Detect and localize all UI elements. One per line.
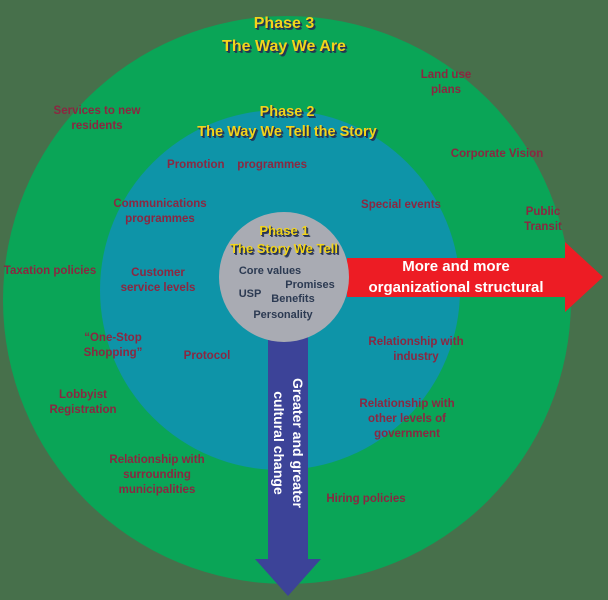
label-relationship-with-industry: Relationship with industry xyxy=(368,336,464,363)
label-lobbyist-registration: Lobbyist Registration xyxy=(49,389,117,416)
label-relationship-other-levels-government: Relationship with other levels of govern… xyxy=(359,398,455,440)
label-hiring-policies: Hiring policies xyxy=(326,493,406,505)
phase1-title: Phase 1 The Story We Tell xyxy=(230,222,338,258)
label-land-use-plans: Land use plans xyxy=(420,69,472,96)
label-corporate-vision: Corporate Vision xyxy=(450,148,544,160)
organizational-structural-arrowhead-icon xyxy=(565,242,603,312)
label-promotion-programmes: Promotion programmes xyxy=(167,159,307,171)
phase1-label: Phase 1 xyxy=(259,223,309,238)
phase2-label: Phase 2 xyxy=(259,104,315,120)
cultural-change-arrow-body xyxy=(268,336,308,559)
organizational-structural-arrow-body xyxy=(347,258,565,297)
phase2-title: Phase 2 The Way We Tell the Story xyxy=(197,102,376,142)
phase1-sublabel: The Story We Tell xyxy=(230,241,338,256)
core-item-core-values: Core values xyxy=(238,265,302,277)
label-communications-programmes: Communications programmes xyxy=(113,198,207,225)
core-item-benefits: Benefits xyxy=(271,293,315,305)
phase3-label: Phase 3 xyxy=(253,15,315,32)
core-item-personality: Personality xyxy=(253,309,313,321)
label-relationship-surrounding-municipalities: Relationship with surrounding municipali… xyxy=(109,454,205,496)
label-protocol: Protocol xyxy=(183,350,231,362)
cultural-change-arrowhead-icon xyxy=(255,559,321,596)
cultural-change-arrow-label: Greater and greater cultural change xyxy=(271,378,306,508)
phase3-title: Phase 3 The Way We Are xyxy=(222,12,346,58)
label-one-stop-shopping: “One-Stop Shopping” xyxy=(83,332,143,359)
phase1-inner-circle xyxy=(219,212,349,342)
label-services-to-new-residents: Services to new residents xyxy=(53,105,141,132)
organizational-structural-arrow-label: More and more organizational structural xyxy=(368,258,544,296)
label-taxation-policies: Taxation policies xyxy=(3,265,97,277)
label-special-events: Special events xyxy=(361,199,441,211)
phase2-sublabel: The Way We Tell the Story xyxy=(197,124,377,140)
label-customer-service-levels: Customer service levels xyxy=(120,267,196,294)
core-item-usp: USP xyxy=(238,288,262,300)
label-public-transit: Public Transit xyxy=(524,206,564,233)
phase3-sublabel: The Way We Are xyxy=(222,38,346,55)
core-item-promises: Promises xyxy=(285,279,335,291)
